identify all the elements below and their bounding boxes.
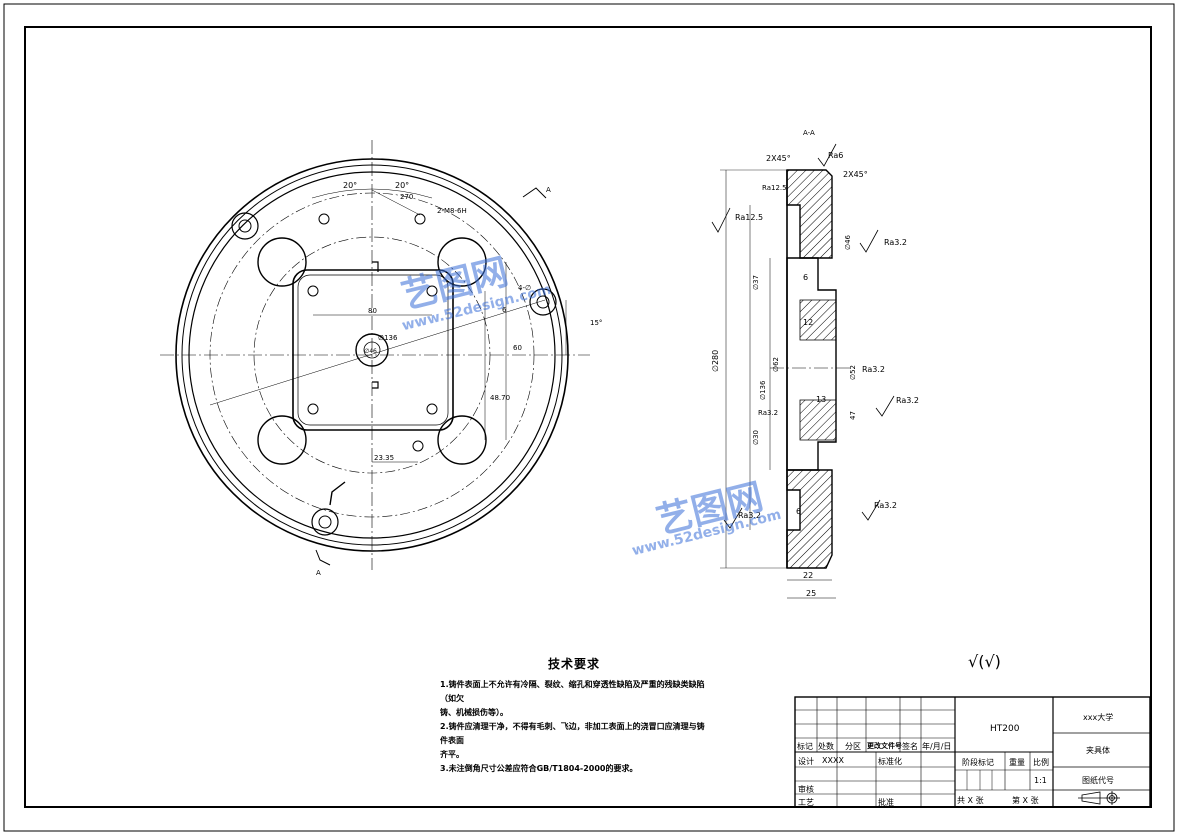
scale-value: 1:1	[1034, 776, 1047, 785]
dim-d2: ∅62	[772, 357, 780, 372]
tech-note-3: 2.铸件应清理干净，不得有毛刺、飞边，非加工表面上的浇冒口应清理与铸件表面	[440, 722, 705, 745]
drawing-code-label: 图纸代号	[1082, 776, 1114, 785]
approve-label: 批准	[878, 798, 894, 807]
design-label: 设计	[798, 757, 814, 766]
projection-symbol-icon	[1078, 791, 1120, 805]
section-title: A-A	[803, 129, 815, 137]
ra-left-top: Ra12.5	[735, 213, 763, 222]
weight-label: 重量	[1009, 758, 1025, 767]
row-label-change: 更改文件号	[867, 742, 902, 750]
dim-12: 12	[803, 318, 813, 327]
row-label-date: 年/月/日	[922, 742, 952, 751]
ra-small: Ra3.2	[758, 409, 778, 417]
row-label-count: 处数	[818, 742, 834, 751]
chamfer-2: 2X45°	[843, 170, 868, 179]
section-mark-bottom: A	[316, 569, 321, 577]
angle-label-1: 20°	[343, 181, 357, 190]
scale-label: 比例	[1033, 758, 1049, 767]
row-label-mark: 标记	[797, 742, 813, 751]
tech-note-2: 铸、机械损伤等）。	[440, 708, 508, 717]
sheets-total: 共 X 张	[957, 796, 984, 805]
section-mark-top: A	[546, 186, 551, 194]
dim-b3: ∅46	[844, 234, 852, 250]
stage-label: 阶段标记	[962, 758, 994, 767]
technical-requirements: 技术要求 1.铸件表面上不允许有冷隔、裂纹、缩孔和穿透性缺陷及严重的残缺类缺陷（…	[440, 655, 708, 776]
ra-inner: Ra12.5	[762, 184, 787, 192]
ra-right-bottom: Ra3.2	[874, 501, 897, 510]
dim-side: 15°	[590, 319, 602, 327]
tech-title: 技术要求	[547, 657, 600, 671]
angle-label-2: 20°	[395, 181, 409, 190]
title-block	[794, 696, 1151, 808]
dim-6b: 6	[803, 273, 808, 282]
ra-left-bottom: Ra3.2	[738, 511, 761, 520]
bolt-circle-label: 270	[400, 193, 413, 201]
tech-note-5: 3.未注倒角尺寸公差应符合GB/T1804-2000的要求。	[440, 764, 638, 773]
dim-60: 60	[513, 344, 522, 352]
design-name: XXXX	[822, 756, 844, 765]
ra-right-top: Ra3.2	[884, 238, 907, 247]
dim-d1: ∅136	[759, 380, 767, 400]
dim-d3: ∅52	[849, 365, 857, 380]
dim-center: ∅136	[378, 334, 398, 342]
plan-view	[160, 140, 590, 570]
sheet-number: 第 X 张	[1012, 796, 1039, 805]
dim-vertical: 48.70	[490, 394, 510, 402]
dim-b1: ∅37	[752, 275, 760, 290]
row-label-zone: 分区	[845, 742, 861, 751]
standardize-label: 标准化	[878, 757, 902, 766]
row-label-sign: 签名	[902, 742, 918, 751]
overall-dia: ∅280	[711, 350, 720, 372]
material-label: HT200	[990, 724, 1020, 734]
chamfer-1: 2X45°	[766, 154, 791, 163]
ra-right-mid: Ra3.2	[862, 365, 885, 374]
school-label: xxx大学	[1083, 713, 1114, 722]
dim-47: 47	[849, 411, 857, 420]
roughness-note: √(√)	[968, 652, 1001, 671]
dim-13: 13	[816, 395, 826, 404]
dim-bottom: 23.35	[374, 454, 394, 462]
ref-6-label: 6	[502, 306, 507, 314]
review-label: 审核	[798, 785, 814, 794]
drawing-name-label: 夹具体	[1086, 746, 1110, 755]
dim-22: 22	[803, 571, 813, 580]
ra-top: Ra6	[828, 151, 843, 160]
inner-border	[24, 26, 1152, 808]
tech-note-1: 1.铸件表面上不允许有冷隔、裂纹、缩孔和穿透性缺陷及严重的残缺类缺陷（如欠	[440, 680, 705, 703]
dim-80: 80	[368, 307, 377, 315]
process-label: 工艺	[798, 798, 814, 807]
small-hole-label: 4-∅	[518, 284, 531, 292]
dim-25: 25	[806, 589, 816, 598]
outer-border	[3, 3, 1175, 832]
hole-callout: 2-M8-6H	[437, 207, 467, 215]
tech-note-4: 齐平。	[440, 750, 464, 759]
ra-right-mid2: Ra3.2	[896, 396, 919, 405]
bore-label: ∅46	[364, 348, 377, 355]
section-view	[711, 143, 895, 599]
dim-b2: ∅30	[752, 430, 760, 445]
dim-6a: 6	[796, 507, 801, 516]
